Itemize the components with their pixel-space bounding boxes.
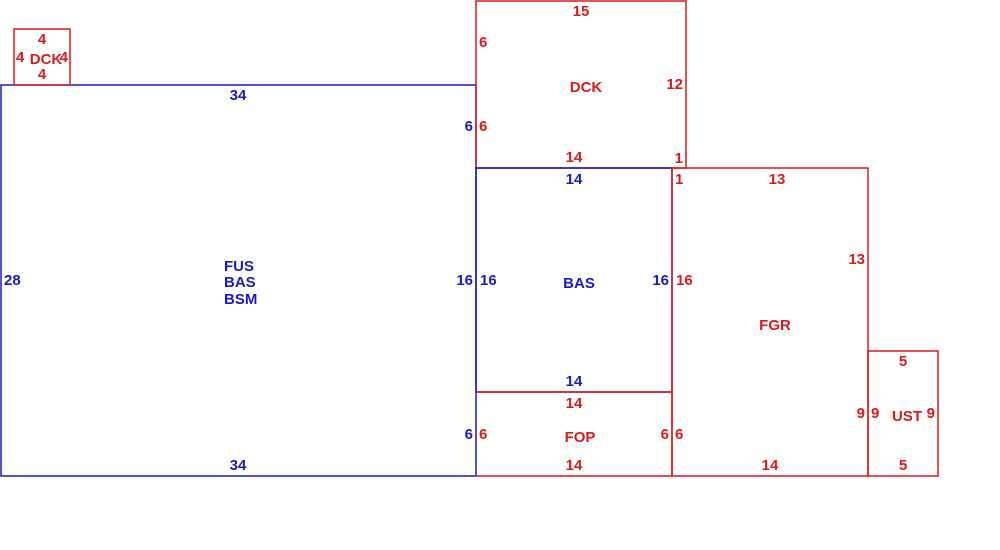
main-label-line-3: BSM (224, 291, 257, 308)
deck-right-dimension: 12 (666, 76, 683, 93)
basement-label: BAS (563, 275, 595, 292)
porch-left-dimension: 6 (479, 426, 487, 443)
deck-right-lower-dimension: 1 (675, 150, 683, 167)
porch-right-dimension: 6 (661, 426, 669, 443)
porch-area: 14 14 6 6 FOP (476, 391, 673, 477)
garage-left-middle-dimension: 16 (676, 272, 693, 289)
deck-bottom-dimension: 14 (566, 149, 583, 166)
garage-top-dimension: 13 (769, 171, 786, 188)
porch-top-dimension: 14 (566, 395, 583, 412)
utility-top-dimension: 5 (899, 353, 907, 370)
main-left-dimension: 28 (4, 272, 21, 289)
small-deck-top-dimension: 4 (38, 31, 47, 48)
main-right-middle-dimension: 16 (456, 272, 473, 289)
garage-left-lower-dimension: 6 (675, 426, 683, 443)
small-deck-outline (13, 28, 71, 86)
main-label-line-1: FUS (224, 258, 254, 275)
small-deck-area: 4 4 4 4 DCK (13, 28, 71, 86)
small-deck-label: DCK (30, 51, 63, 68)
deck-left-dimension: 6 (479, 34, 487, 51)
main-label-line-2: BAS (224, 274, 256, 291)
small-deck-bottom-dimension: 4 (38, 66, 47, 83)
utility-area: 5 5 9 9 UST (867, 350, 939, 477)
basement-bottom-dimension: 14 (566, 373, 583, 390)
small-deck-right-dimension: 4 (60, 49, 69, 66)
basement-left-dimension: 16 (480, 272, 497, 289)
garage-right-upper-dimension: 13 (848, 251, 865, 268)
utility-outline (867, 350, 939, 477)
garage-left-top-dimension: 1 (675, 171, 683, 188)
main-top-dimension: 34 (230, 87, 247, 104)
utility-left-dimension: 9 (871, 405, 879, 422)
utility-label: UST (892, 408, 922, 425)
porch-outline (476, 391, 673, 477)
garage-bottom-dimension: 14 (762, 457, 779, 474)
deck-label: DCK (570, 79, 603, 96)
main-bottom-dimension: 34 (230, 457, 247, 474)
main-area: 34 34 28 6 16 6 FUS BAS BSM (0, 84, 477, 477)
main-right-lower-dimension: 6 (465, 426, 473, 443)
utility-bottom-dimension: 5 (899, 457, 907, 474)
deck-area: 15 14 6 6 12 1 DCK (475, 0, 687, 169)
deck-left-lower-dimension: 6 (479, 118, 487, 135)
garage-right-lower-dimension: 9 (857, 405, 865, 422)
deck-top-dimension: 15 (573, 3, 590, 20)
main-right-upper-dimension: 6 (465, 118, 473, 135)
garage-label: FGR (759, 317, 791, 334)
basement-right-dimension: 16 (652, 272, 669, 289)
basement-top-dimension: 14 (566, 171, 583, 188)
porch-bottom-dimension: 14 (566, 457, 583, 474)
utility-right-dimension: 9 (927, 405, 935, 422)
porch-label: FOP (565, 429, 596, 446)
small-deck-left-dimension: 4 (16, 49, 25, 66)
